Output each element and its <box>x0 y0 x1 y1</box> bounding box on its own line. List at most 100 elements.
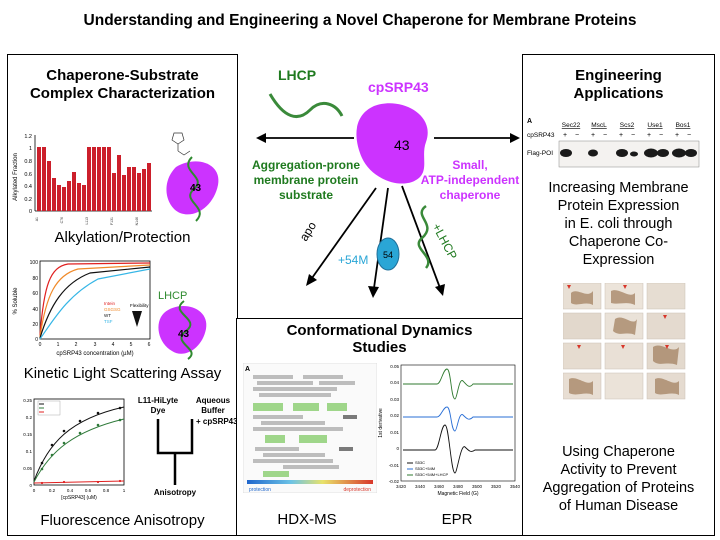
caption1-line1: Increasing Membrane <box>548 180 689 196</box>
epr-ylabel: 1st derivative <box>378 408 384 438</box>
hdx-map: A protection deprotection <box>243 363 377 493</box>
substrate-line1: Aggregation-prone <box>252 158 360 172</box>
svg-text:F131: F131 <box>110 217 114 225</box>
blot-row1-label: cpSRP43 <box>527 132 555 139</box>
kls-legend-wt: WT <box>104 313 111 318</box>
substrate-line3: substrate <box>278 188 334 202</box>
cpsrp43-label: cpSRP43 <box>368 79 429 95</box>
pluslhcp-label: +LHCP <box>429 221 460 262</box>
svg-text:100: 100 <box>30 260 39 266</box>
epr-xtick: 3420 <box>396 484 407 489</box>
svg-text:0.4: 0.4 <box>24 184 32 190</box>
hdx-caption: HDX-MS <box>277 511 337 528</box>
svg-text:1.2: 1.2 <box>24 134 32 140</box>
blot-sign: − <box>575 132 579 139</box>
plus54m-label: +54M <box>338 253 368 267</box>
western-blot: A Sec22 MscL Scs2 Use1 Bos1 cpSRP43 +− +… <box>527 118 700 168</box>
cpsrp43-protein-label: 43 <box>394 137 410 153</box>
svg-text:0: 0 <box>29 483 32 488</box>
epr-caption: EPR <box>441 511 473 528</box>
svg-text:80: 80 <box>32 276 38 282</box>
hdx-panel-letter: A <box>245 366 250 373</box>
alkylation-ylabel: Alkylated Fraction <box>13 153 19 201</box>
caption1-line2: Protein Expression <box>557 198 680 214</box>
left-panel: Chaperone-Substrate Complex Characteriza… <box>7 54 238 536</box>
kls-xlabel: cpSRP43 concentration (µM) <box>56 351 133 357</box>
engineering-caption2: Using Chaperone Activity to Prevent Aggr… <box>523 443 714 515</box>
left-panel-title-line2: Complex Characterization <box>29 85 216 102</box>
blot-lane-label: Use1 <box>647 122 663 129</box>
svg-text:60: 60 <box>32 291 38 297</box>
caption2-line2: Activity to Prevent <box>560 462 677 478</box>
blot-sign: − <box>603 132 607 139</box>
epr-xlabel: Magnetic Field (G) <box>437 491 478 497</box>
fa-add-label: + cpSRP43 <box>196 417 237 426</box>
svg-text:0: 0 <box>29 209 32 215</box>
svg-text:0.6: 0.6 <box>24 172 32 178</box>
svg-text:L113: L113 <box>85 217 89 225</box>
svg-text:20: 20 <box>32 322 38 328</box>
svg-text:6: 6 <box>148 342 151 348</box>
svg-text:0.4: 0.4 <box>67 488 74 493</box>
svg-text:0.6: 0.6 <box>85 488 92 493</box>
engineering-caption1: Increasing Membrane Protein Expression i… <box>523 179 714 269</box>
blot-row2-label: Flag-POI <box>527 150 553 157</box>
epr-ytick: 0.02 <box>390 413 399 418</box>
substrate-line2: membrane protein <box>253 173 359 187</box>
fa-result-label: Anisotropy <box>154 488 197 497</box>
fa-caption: Fluorescence Anisotropy <box>40 512 205 529</box>
kls-legend-intein: Intein <box>104 301 116 306</box>
blot-sign: + <box>563 132 567 139</box>
middle-title-line2: Studies <box>352 339 407 356</box>
caption1-line3: in E. coli through <box>564 216 673 232</box>
svg-text:0.05: 0.05 <box>23 466 32 471</box>
middle-panel: Conformational Dynamics Studies A protec… <box>236 318 523 536</box>
svg-text:A1: A1 <box>35 217 39 221</box>
epr-legend-lhcp: S53C+54M+LHCP <box>415 472 448 477</box>
fa-xlabel: [cpSRP43] (uM) <box>61 495 97 501</box>
epr-xtick: 3480 <box>453 484 464 489</box>
epr-xtick: 3500 <box>472 484 483 489</box>
blot-sign: − <box>687 132 691 139</box>
svg-text:0.2: 0.2 <box>24 197 32 203</box>
blot-sign: + <box>619 132 623 139</box>
svg-text:4: 4 <box>112 342 115 348</box>
svg-text:40: 40 <box>32 307 38 313</box>
svg-text:0.25: 0.25 <box>23 398 32 403</box>
chaperone-line3: chaperone <box>439 188 501 202</box>
cpsrp54-label: 54 <box>383 250 393 260</box>
alkylation-chart: Alkylated Fraction 1.2 1 0.8 0.6 0.4 0.2… <box>13 132 219 225</box>
right-panel: Engineering Applications A Sec22 MscL Sc… <box>522 54 715 536</box>
blot-sign: + <box>591 132 595 139</box>
epr-ytick: -0.01 <box>389 463 400 468</box>
chaperone-line1: Small, <box>452 158 488 172</box>
epr-xtick: 3440 <box>415 484 426 489</box>
kls-flexibility-label: Flexibility <box>130 303 149 308</box>
kls-ylabel: % Soluble <box>13 287 19 315</box>
fa-dye-line2: Dye <box>151 406 166 415</box>
epr-xtick: 3460 <box>434 484 445 489</box>
kls-legend-tsf: TSF <box>104 319 113 324</box>
right-title-line1: Engineering <box>575 67 662 84</box>
epr-ytick: 0.05 <box>390 364 399 369</box>
blot-sign: + <box>647 132 651 139</box>
epr-xtick: 3540 <box>510 484 521 489</box>
svg-text:0.2: 0.2 <box>49 488 56 493</box>
svg-text:0: 0 <box>39 342 42 348</box>
blot-sign: − <box>659 132 663 139</box>
fa-buffer-line1: Aqueous <box>196 396 231 405</box>
svg-text:1: 1 <box>57 342 60 348</box>
svg-text:0: 0 <box>35 337 38 343</box>
svg-text:2: 2 <box>75 342 78 348</box>
kls-legend-gsgsg: GSGSG <box>104 307 121 312</box>
epr-ytick: 0.01 <box>390 430 399 435</box>
middle-title-line1: Conformational Dynamics <box>286 322 473 339</box>
epr-ytick: 0.04 <box>390 380 399 385</box>
epr-legend-s53c: S53C <box>415 460 425 465</box>
alkylation-protein-label: 43 <box>190 183 202 194</box>
svg-text:1: 1 <box>123 488 126 493</box>
caption2-line1: Using Chaperone <box>562 444 675 460</box>
epr-ytick: 0 <box>396 446 399 451</box>
